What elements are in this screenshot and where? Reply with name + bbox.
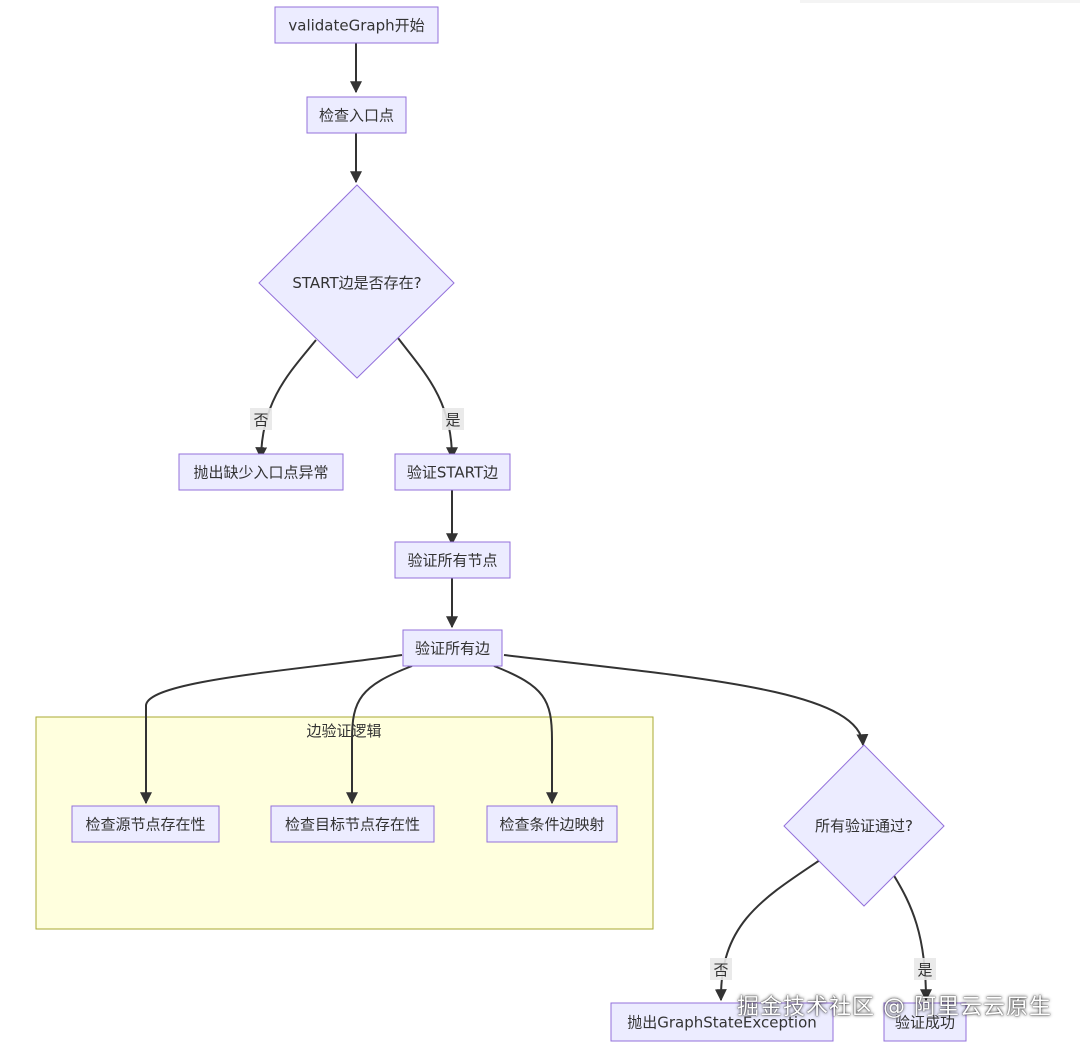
svg-text:验证START边: 验证START边: [407, 464, 498, 482]
node-start: validateGraph开始: [274, 6, 439, 44]
edge-label-no-1: 否: [250, 408, 272, 430]
cluster-title: 边验证逻辑: [306, 722, 381, 740]
svg-text:验证所有边: 验证所有边: [415, 640, 490, 658]
svg-text:抛出GraphStateException: 抛出GraphStateException: [627, 1014, 817, 1032]
node-check-source-node: 检查源节点存在性: [71, 805, 220, 843]
node-all-passed-decision: 所有验证通过?: [783, 744, 945, 907]
svg-text:检查条件边映射: 检查条件边映射: [499, 816, 604, 834]
node-verify-start-edge: 验证START边: [394, 453, 511, 491]
svg-text:验证成功: 验证成功: [895, 1014, 955, 1032]
edge-edges-to-condition-check: [493, 665, 558, 805]
svg-text:抛出缺少入口点异常: 抛出缺少入口点异常: [193, 464, 328, 482]
svg-text:validateGraph开始: validateGraph开始: [288, 17, 424, 35]
edge-decision-no: [255, 339, 317, 460]
svg-text:所有验证通过?: 所有验证通过?: [815, 817, 913, 835]
edge-label-yes-2: 是: [914, 958, 936, 980]
edge-all-passed-no: [714, 859, 821, 1002]
node-throw-missing-entry: 抛出缺少入口点异常: [178, 453, 344, 491]
svg-text:检查目标节点存在性: 检查目标节点存在性: [285, 816, 420, 834]
svg-text:是: 是: [445, 411, 460, 429]
node-verify-all-nodes: 验证所有节点: [394, 541, 511, 579]
svg-text:是: 是: [917, 961, 932, 979]
svg-text:否: 否: [713, 961, 728, 979]
edge-edges-to-target-check: [346, 665, 413, 805]
top-strip: [800, 0, 1080, 3]
node-check-condition-map: 检查条件边映射: [486, 805, 618, 843]
watermark: 掘金技术社区 @ 阿里云云原生: [737, 995, 1052, 1020]
node-verify-all-edges: 验证所有边: [402, 629, 503, 667]
edge-decision-yes: [397, 337, 458, 460]
edge-edges-to-all-passed: [503, 654, 869, 747]
svg-text:验证所有节点: 验证所有节点: [407, 552, 497, 570]
node-verify-success: 验证成功: [883, 1002, 967, 1042]
node-throw-graph-state: 抛出GraphStateException: [610, 1002, 834, 1042]
node-start-edge-decision: START边是否存在?: [258, 184, 455, 379]
svg-text:检查入口点: 检查入口点: [319, 107, 394, 125]
edge-label-yes-1: 是: [442, 408, 464, 430]
svg-text:检查源节点存在性: 检查源节点存在性: [85, 816, 205, 834]
svg-text:START边是否存在?: START边是否存在?: [292, 274, 421, 292]
edge-edges-to-source-check: [140, 654, 403, 805]
svg-text:否: 否: [253, 411, 268, 429]
node-check-target-node: 检查目标节点存在性: [270, 805, 435, 843]
edge-all-passed-yes: [892, 873, 932, 1002]
edge-label-no-2: 否: [710, 958, 732, 980]
node-check-entry: 检查入口点: [306, 96, 407, 134]
